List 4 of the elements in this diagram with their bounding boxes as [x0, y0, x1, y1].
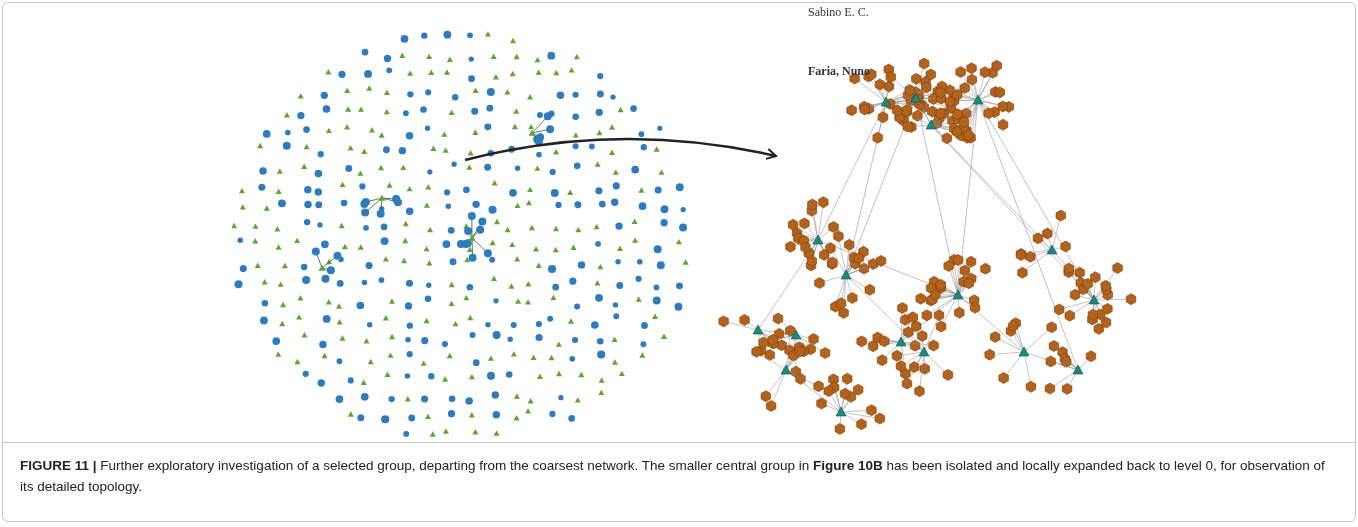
name-label: Sabino E. C. — [808, 5, 869, 20]
figure-caption: FIGURE 11 | Further exploratory investigation of a selected group, departing from the coarsest network. The smaller central group in Figure 10B has been isolated and locally expanded back to level 0, for observation of its detailed topology. — [20, 457, 1326, 496]
curved-arrow — [464, 137, 777, 162]
name-label: Faria, Nuno — [808, 64, 870, 79]
